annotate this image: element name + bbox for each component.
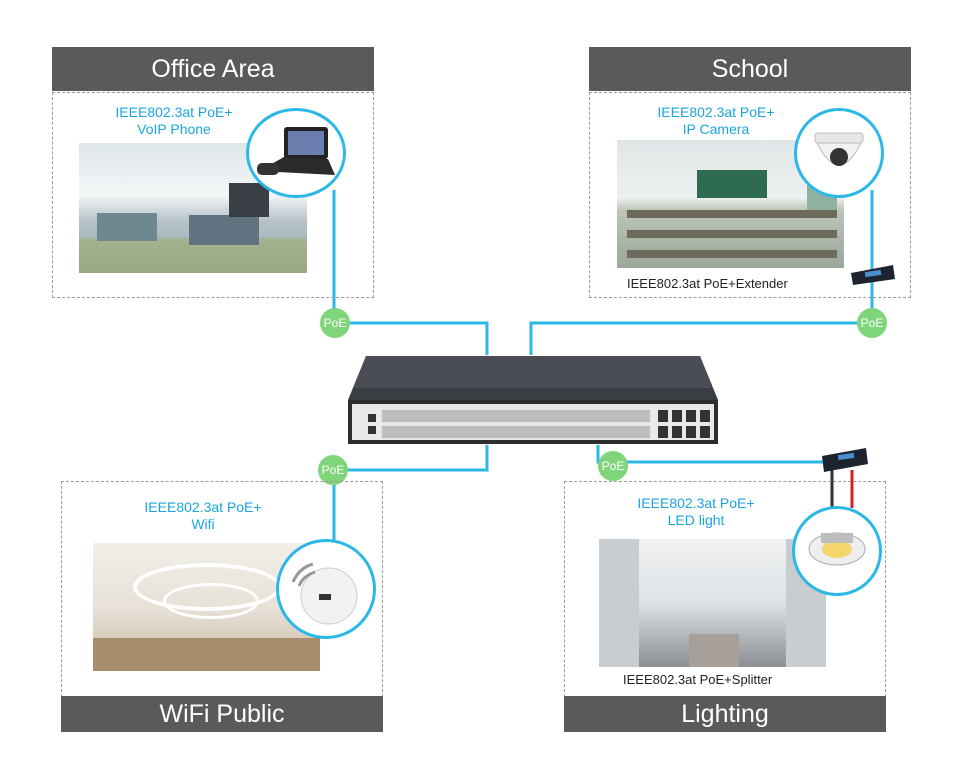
lighting-caption-line1: IEEE802.3at PoE+ [637, 495, 755, 511]
lighting-note: IEEE802.3at PoE+Splitter [623, 672, 773, 687]
office-area-panel [52, 92, 374, 298]
school-caption: IEEE802.3at PoE+ IP Camera [626, 104, 806, 138]
poe-switch-icon [346, 352, 720, 451]
dome-camera-icon [794, 108, 884, 198]
wifi-caption-line1: IEEE802.3at PoE+ [144, 499, 262, 515]
poe-badge-wifi: PoE [318, 455, 348, 485]
school-note: IEEE802.3at PoE+Extender [627, 276, 788, 291]
poe-splitter-icon [820, 446, 870, 479]
school-title: School [589, 47, 911, 91]
poe-badge-school: PoE [857, 308, 887, 338]
wifi-caption-line2: Wifi [191, 516, 215, 532]
office-photo [79, 143, 307, 273]
lighting-title: Lighting [564, 696, 886, 732]
access-point-icon [276, 539, 376, 639]
poe-extender-icon [849, 263, 897, 292]
led-downlight-icon [792, 506, 882, 596]
school-caption-line2: IP Camera [682, 121, 750, 137]
school-panel [589, 92, 911, 298]
lighting-photo [599, 539, 826, 667]
lighting-caption: IEEE802.3at PoE+ LED light [606, 495, 786, 529]
office-caption: IEEE802.3at PoE+ VoIP Phone [84, 104, 264, 138]
voip-phone-icon [246, 108, 346, 198]
office-area-title: Office Area [52, 47, 374, 91]
poe-badge-lighting: PoE [598, 451, 628, 481]
office-caption-line1: IEEE802.3at PoE+ [115, 104, 233, 120]
wifi-caption: IEEE802.3at PoE+ Wifi [113, 499, 293, 533]
wifi-title: WiFi Public [61, 696, 383, 732]
office-caption-line2: VoIP Phone [137, 121, 211, 137]
poe-badge-office: PoE [320, 308, 350, 338]
school-caption-line1: IEEE802.3at PoE+ [657, 104, 775, 120]
lighting-caption-line2: LED light [667, 512, 725, 528]
